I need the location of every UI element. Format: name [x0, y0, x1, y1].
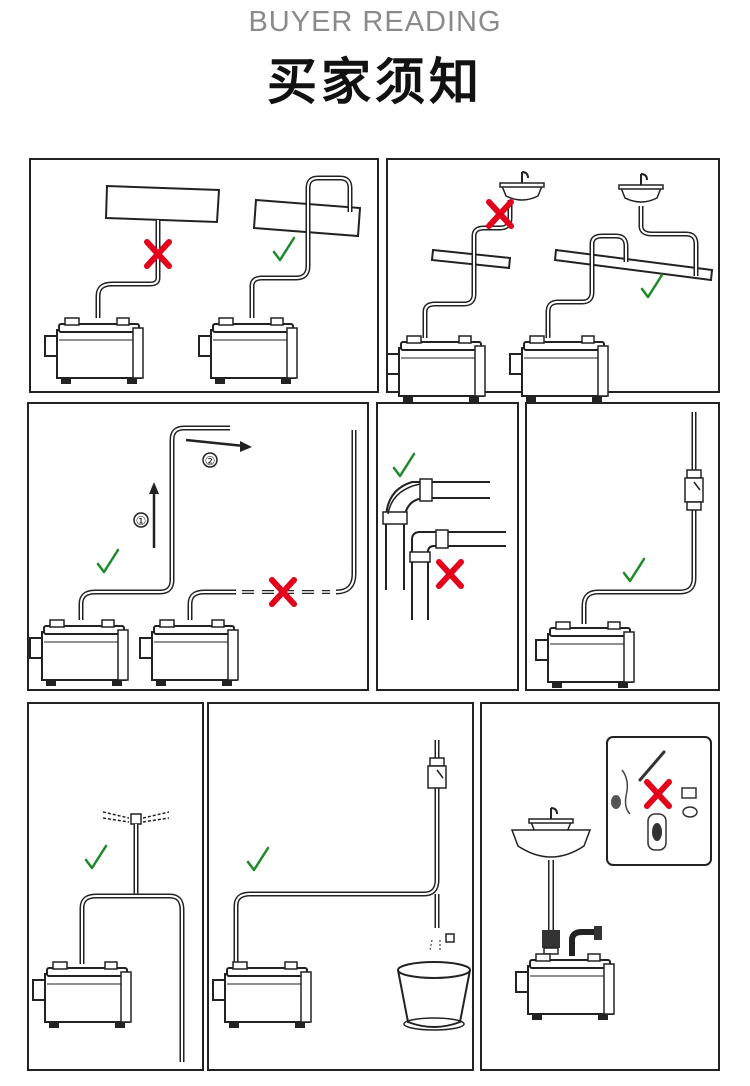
pump-unit-icon [32, 961, 132, 1029]
discharge-pipe [249, 175, 353, 318]
panel-7-art [212, 740, 471, 1031]
pump-unit-icon [198, 317, 298, 385]
elbow-wrong [409, 529, 506, 620]
green-check-icon [84, 844, 108, 870]
pump-unit-icon [515, 953, 615, 1021]
forbidden-items-box [606, 736, 712, 866]
panel-5-art [535, 412, 704, 689]
panel-4-art [382, 452, 506, 620]
step-1-label: ① [136, 514, 147, 528]
inlet-fittings [542, 926, 602, 956]
page-title: 买家须知 [267, 53, 483, 111]
green-check-icon [96, 548, 120, 574]
subtitle: BUYER READING [248, 6, 502, 38]
bucket-icon [397, 961, 471, 1031]
discharge-pipe [95, 220, 161, 318]
discharge-pipe [187, 589, 236, 620]
panel-2-art [386, 171, 714, 403]
beam [104, 184, 221, 224]
green-check-icon [246, 846, 270, 872]
check-valve-icon [427, 757, 447, 789]
green-check-icon [272, 236, 296, 262]
sink-icon [499, 171, 545, 201]
green-check-icon [622, 557, 646, 583]
pump-unit-icon [535, 621, 635, 689]
beam [553, 248, 714, 282]
sink-icon [618, 173, 664, 203]
green-check-icon [640, 273, 664, 299]
check-valve-icon [684, 469, 704, 511]
vent-icon [102, 811, 170, 825]
step-2-arrow [185, 438, 245, 448]
panel-8-art [510, 736, 712, 1021]
pump-unit-icon [139, 619, 239, 687]
elbow-correct [382, 478, 490, 590]
panel-6-art [32, 811, 185, 1062]
panel-1-art [44, 175, 362, 385]
pump-unit-icon [44, 317, 144, 385]
foreign-objects-icons [611, 750, 698, 851]
green-check-icon [392, 452, 416, 478]
pump-unit-icon [386, 335, 486, 403]
pump-unit-icon [212, 961, 312, 1029]
pump-unit-icon [509, 335, 609, 403]
panel-3-art: ① ② [29, 425, 357, 687]
red-x-icon [439, 562, 461, 586]
beam [430, 248, 512, 270]
step-2-label: ② [205, 454, 216, 468]
pump-unit-icon [29, 619, 129, 687]
drain-valve [445, 933, 455, 943]
